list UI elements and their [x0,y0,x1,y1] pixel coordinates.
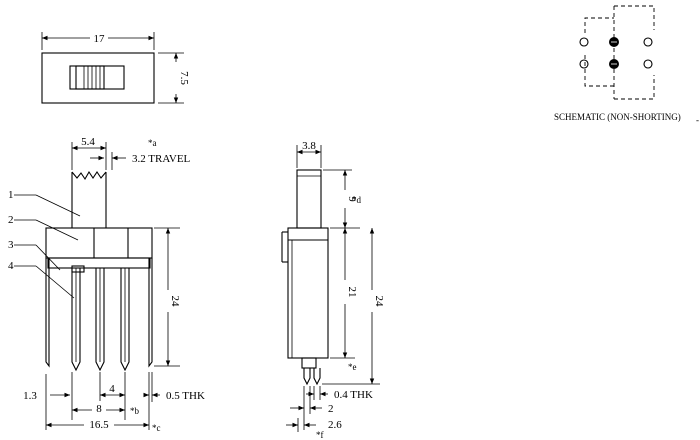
front-travel-dim: 3.2 TRAVEL [132,153,191,165]
front-pin-pitch-dim: 4 [109,383,115,395]
front-base [47,257,151,269]
front-pin-span-dim: 8 [96,403,102,415]
schematic-contact [643,37,653,47]
top-view-knob [75,65,105,90]
front-actuator-width-dim: 5.4 [81,136,95,148]
front-pin-thickness-dim: 0.5 THK [166,390,205,402]
front-pin-offset-dim: 1.3 [23,390,37,402]
side-actuator-width-dim: 3.8 [302,140,316,152]
side-view: 3.8 9 *d 21 *e 24 0.4 THK 2 2.6 [281,140,385,440]
schematic: SCHEMATIC (NON-SHORTING) - [554,5,699,125]
top-view-width-dim: 17 [94,33,106,45]
top-view: 17 7.5 [41,32,190,104]
side-pin [303,368,311,386]
front-actuator-break [71,170,107,181]
schematic-contact [579,37,589,47]
front-pins [71,268,130,372]
side-note-e: *e [348,362,357,372]
front-overall-width-dim: 16.5 [89,419,109,431]
side-overall-height-dim: 24 [373,296,385,308]
callout-2: 2 [8,214,14,226]
front-note-a: *a [148,138,157,148]
schematic-caption-tick: - [696,115,699,125]
side-pin-offset-dim: 2.6 [328,419,342,431]
side-pin [313,368,321,386]
side-actuator-height-dim: 9 [346,196,358,202]
side-pin-base [301,357,317,369]
front-base-tab [71,265,85,273]
top-view-body-outline [41,52,155,104]
side-pin-width-dim: 2 [328,403,334,415]
side-body [287,227,329,359]
front-note-b: *b [130,406,140,416]
callout-4: 4 [8,260,14,272]
front-height-dim: 24 [169,296,181,308]
callout-3: 3 [8,239,14,251]
side-note-f: *f [316,430,324,440]
side-pin-thickness-dim: 0.4 THK [334,389,373,401]
front-note-c: *c [152,423,161,433]
top-view-slot [69,65,125,90]
schematic-caption: SCHEMATIC (NON-SHORTING) [554,112,681,122]
side-actuator [296,169,322,229]
side-body-height-dim: 21 [346,287,358,298]
front-view: 5.4 3.2 TRAVEL *a 24 1 2 3 4 1.3 4 [8,136,205,433]
callout-1: 1 [8,189,14,201]
side-note-d: *d [352,195,362,205]
schematic-contact [643,59,653,69]
schematic-contact [579,59,589,69]
top-view-height-dim: 7.5 [178,71,190,85]
